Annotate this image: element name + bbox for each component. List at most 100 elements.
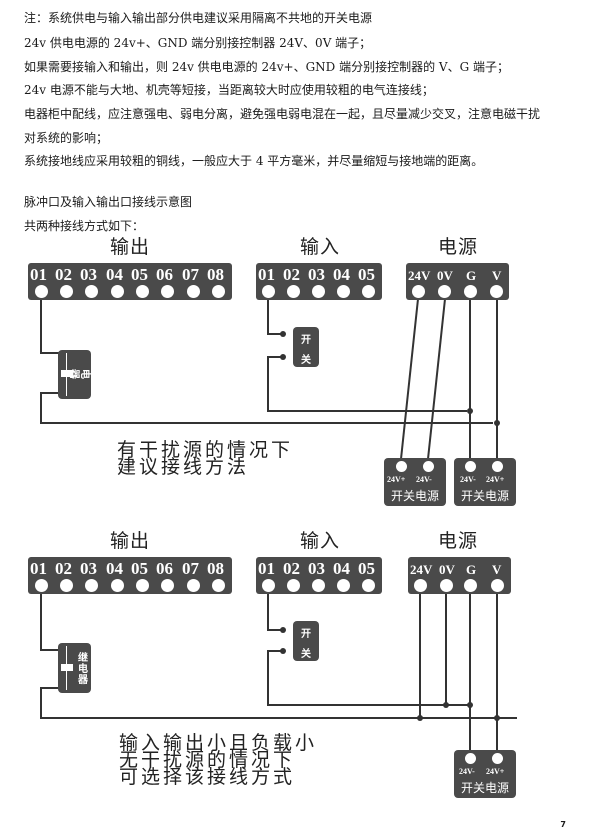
terminal-label: 01 <box>30 559 47 578</box>
switching-power-supply-2: 24V- 24V+ 开关电源 <box>454 458 516 506</box>
wire-in01-switch <box>267 586 283 631</box>
input-label: 输入 <box>300 530 341 552</box>
note-line: 24v 供电电源的 24v+、GND 端分别接控制器 24V、0V 端子； <box>24 36 372 50</box>
junction-dot <box>443 702 449 708</box>
terminal-screw-icon <box>35 285 48 298</box>
relay-coil-icon <box>61 664 73 671</box>
terminal-label: 05 <box>358 265 375 284</box>
junction-dot <box>280 331 286 337</box>
terminal-label: 07 <box>182 559 199 578</box>
terminal-label: V <box>492 562 502 577</box>
relay: 继电器 <box>58 643 91 693</box>
note-line: 对系统的影响； <box>24 131 109 145</box>
switch-label: 开 <box>301 629 311 640</box>
terminal-screw-icon <box>212 285 225 298</box>
terminal-label: 06 <box>156 559 173 578</box>
terminal-screw-icon <box>464 579 477 592</box>
switch-label: 关 <box>301 355 311 366</box>
terminal-screw-icon <box>490 285 503 298</box>
terminal-label: 08 <box>207 559 224 578</box>
switch: 开 关 <box>293 327 319 367</box>
psu-terminal-label: 24V- <box>460 475 476 484</box>
terminal-screw-icon <box>136 285 149 298</box>
wire-relay-v <box>40 392 493 424</box>
terminal-screw-icon <box>60 579 73 592</box>
psu-name: 开关电源 <box>390 489 439 503</box>
psu-terminal-label: 24V+ <box>387 475 406 484</box>
note-line: 系统接地线应采用较粗的铜线，一般应大于 4 平方毫米，并尽量缩短与接地端的距离。 <box>24 154 484 168</box>
junction-dot <box>280 648 286 654</box>
wire-in01-switch <box>267 299 283 335</box>
psu-terminal-label: 24V+ <box>486 767 505 776</box>
diagram2-comment: 输入输出小且负载小 无干扰源的情况下 可选择该接线方式 <box>119 732 318 788</box>
terminal-screw-icon <box>337 579 350 592</box>
psu-name: 开关电源 <box>460 781 509 795</box>
terminal-screw-icon <box>287 579 300 592</box>
relay-label: 继电器 <box>78 653 88 686</box>
terminal-label: 03 <box>80 265 97 284</box>
terminal-label: 04 <box>333 559 350 578</box>
terminal-label: 03 <box>80 559 97 578</box>
junction-dot <box>494 420 500 426</box>
terminal-screw-icon <box>414 579 427 592</box>
power-terminal-block: 24V 0V G V <box>408 557 511 594</box>
terminal-label: 24V <box>408 268 431 283</box>
wire-switch-g <box>267 650 470 706</box>
terminal-label: 02 <box>55 265 72 284</box>
terminal-label: 03 <box>308 559 325 578</box>
terminal-label: G <box>466 562 477 577</box>
terminal-screw-icon <box>337 285 350 298</box>
terminal-screw-icon <box>396 461 407 472</box>
terminal-screw-icon <box>262 579 275 592</box>
terminal-screw-icon <box>111 579 124 592</box>
terminal-screw-icon <box>362 579 375 592</box>
junction-dot <box>467 702 473 708</box>
terminal-screw-icon <box>85 579 98 592</box>
terminal-screw-icon <box>262 285 275 298</box>
switch: 开 关 <box>293 621 319 661</box>
wire-24v-psu1 <box>400 298 419 460</box>
terminal-screw-icon <box>438 285 451 298</box>
switch-label: 关 <box>301 649 311 660</box>
note-line: 电器柜中配线，应注意强电、弱电分离，避免强电弱电混在一起，且尽量减少交叉，注意电… <box>24 107 541 121</box>
terminal-label: 05 <box>131 559 148 578</box>
terminal-label: 02 <box>55 559 72 578</box>
terminal-screw-icon <box>161 579 174 592</box>
switch-label: 开 <box>301 335 311 346</box>
section-title: 脉冲口及输入输出口接线示意图 <box>24 195 193 209</box>
junction-dot <box>494 715 500 721</box>
terminal-screw-icon <box>187 579 200 592</box>
terminal-screw-icon <box>465 461 476 472</box>
section-subtitle: 共两种接线方式如下： <box>24 219 145 233</box>
terminal-screw-icon <box>492 461 503 472</box>
output-terminal-block: 01 02 03 04 05 06 07 08 <box>28 263 232 300</box>
psu-terminal-label: 24V+ <box>486 475 505 484</box>
note-line: 24v 电源不能与大地、机壳等短接，当距离较大时应使用较粗的电气连接线； <box>24 83 434 97</box>
terminal-label: 05 <box>358 559 375 578</box>
page-number: 7 <box>560 820 566 829</box>
terminal-label: 07 <box>182 265 199 284</box>
terminal-screw-icon <box>491 579 504 592</box>
terminal-screw-icon <box>287 285 300 298</box>
psu-terminal-label: 24V- <box>416 475 432 484</box>
relay-label: 继电器 <box>68 369 101 379</box>
terminal-screw-icon <box>412 285 425 298</box>
switching-power-supply-1: 24V+ 24V- 开关电源 <box>384 458 446 506</box>
terminal-label: 24V <box>410 562 433 577</box>
output-label: 输出 <box>110 236 151 258</box>
terminal-label: 04 <box>106 559 123 578</box>
output-label: 输出 <box>110 530 151 552</box>
power-label: 电源 <box>438 236 479 258</box>
input-label: 输入 <box>300 236 341 258</box>
wire-0v-psu1 <box>427 298 446 460</box>
power-terminal-block: 24V 0V G V <box>406 263 509 300</box>
relay-coil-icon <box>61 370 73 377</box>
terminal-label: 08 <box>207 265 224 284</box>
junction-dot <box>280 354 286 360</box>
terminal-screw-icon <box>464 285 477 298</box>
junction-dot <box>417 715 423 721</box>
output-terminal-block: 01 02 03 04 05 06 07 08 <box>28 557 232 594</box>
terminal-screw-icon <box>423 461 434 472</box>
wire-relay-v <box>40 687 517 719</box>
